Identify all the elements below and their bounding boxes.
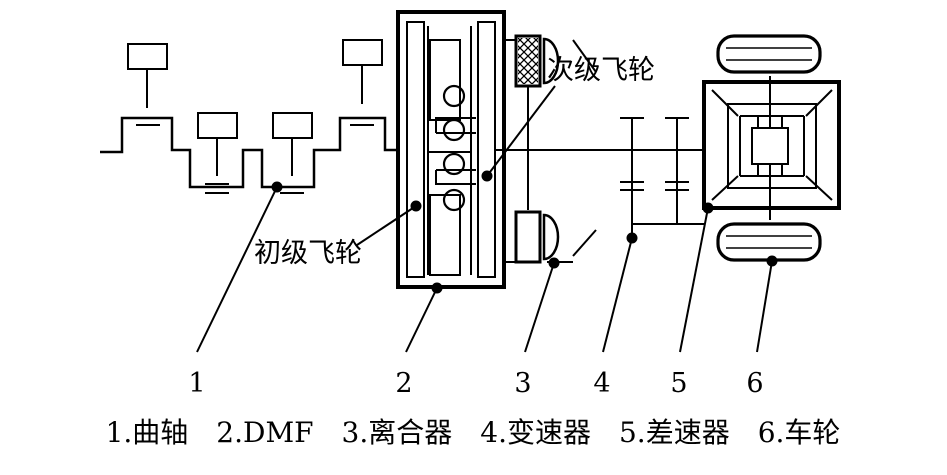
spring-1 — [442, 84, 466, 108]
leader-lines — [196, 85, 778, 353]
number-6: 6 — [746, 368, 763, 399]
spring-3 — [442, 152, 466, 176]
number-5: 5 — [670, 368, 687, 399]
wheel-top — [716, 34, 822, 74]
label-primary-flywheel: 初级飞轮 — [254, 238, 362, 269]
dual-mass-flywheel — [396, 10, 515, 289]
crankshaft — [100, 39, 398, 194]
wheel-bottom — [716, 222, 822, 262]
piston-4 — [342, 39, 383, 66]
label-secondary-flywheel: 次级飞轮 — [547, 55, 655, 86]
spring-2 — [442, 118, 466, 142]
differential — [702, 76, 841, 220]
piston-1 — [127, 43, 168, 70]
number-2: 2 — [395, 368, 412, 399]
number-3: 3 — [514, 368, 531, 399]
transmission — [620, 117, 705, 238]
spring-4 — [442, 188, 466, 212]
number-4: 4 — [593, 368, 610, 399]
piston-2 — [197, 112, 238, 139]
number-1: 1 — [188, 368, 205, 399]
clutch — [514, 34, 597, 264]
piston-3 — [272, 112, 313, 139]
caption: 1.曲轴 2.DMF 3.离合器 4.变速器 5.差速器 6.车轮 — [106, 416, 841, 449]
